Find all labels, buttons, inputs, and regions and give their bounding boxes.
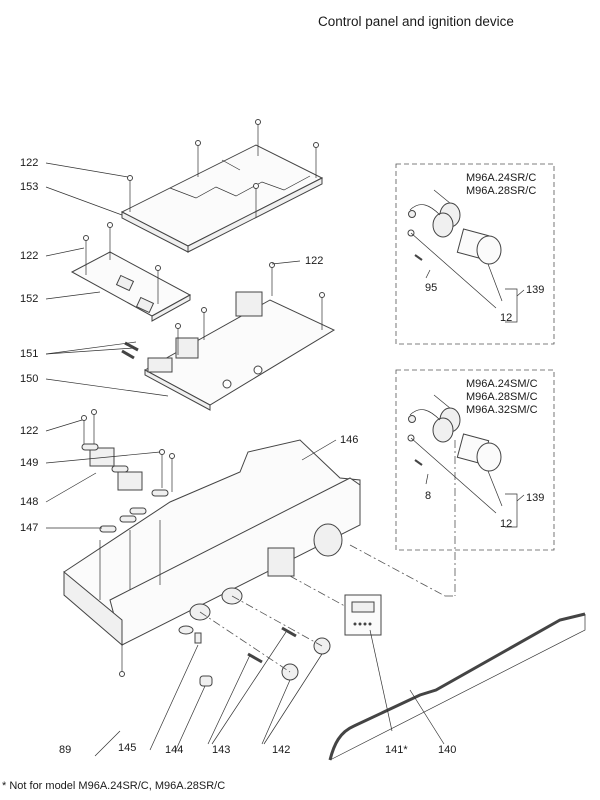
inset-box-sm [395, 369, 555, 551]
callout-140: 140 [438, 744, 457, 756]
callout-12: 12 [500, 312, 513, 324]
callout-95: 95 [425, 282, 438, 294]
page-title: Control panel and ignition device [318, 14, 514, 29]
callout-122: 122 [305, 255, 324, 267]
footnote: * Not for model M96A.24SR/C, M96A.28SR/C [2, 780, 226, 792]
cover-153 [120, 144, 324, 253]
model-name: M96A.24SM/C [466, 378, 538, 390]
callout-142: 142 [272, 744, 291, 756]
digital-display-141 [344, 594, 382, 636]
display-board-152 [70, 222, 192, 322]
callout-147: 147 [20, 522, 39, 534]
main-pcb-150 [143, 262, 336, 411]
model-name: M96A.28SM/C [466, 391, 538, 403]
callout-139: 139 [526, 284, 545, 296]
model-name: M96A.32SM/C [466, 404, 538, 416]
callout-150: 150 [20, 373, 39, 385]
pressure-gauge-sm [407, 394, 525, 528]
cover-screws [127, 119, 319, 218]
callout-152: 152 [20, 293, 39, 305]
leader-lines [45, 162, 445, 757]
callout-122: 122 [20, 425, 39, 437]
callout-146: 146 [340, 434, 359, 446]
callout-139: 139 [526, 492, 545, 504]
pressure-gauge-sr [407, 189, 525, 323]
callout-141: 141* [385, 744, 408, 756]
model-name: M96A.28SR/C [466, 185, 537, 197]
inset-sm-models: M96A.24SM/C M96A.28SM/C M96A.32SM/C [466, 378, 538, 417]
front-cover-140 [328, 612, 586, 761]
callout-153: 153 [20, 181, 39, 193]
connectors-151 [121, 341, 139, 360]
callout-151: 151 [20, 348, 39, 360]
callout-145: 145 [118, 742, 137, 754]
control-panel-housing-146 [63, 439, 361, 647]
callout-143: 143 [212, 744, 231, 756]
callout-122: 122 [20, 250, 39, 262]
callout-148: 148 [20, 496, 39, 508]
inset-sr-models: M96A.24SR/C M96A.28SR/C [466, 172, 536, 198]
callout-149: 149 [20, 457, 39, 469]
model-name: M96A.24SR/C [466, 172, 537, 184]
callout-144: 144 [165, 744, 184, 756]
callout-122: 122 [20, 157, 39, 169]
callout-89: 89 [59, 744, 72, 756]
bottom-parts [119, 440, 456, 687]
callout-12: 12 [500, 518, 513, 530]
inset-box-sr [395, 163, 555, 345]
terminal-blocks [81, 409, 175, 533]
callout-8: 8 [425, 490, 432, 502]
